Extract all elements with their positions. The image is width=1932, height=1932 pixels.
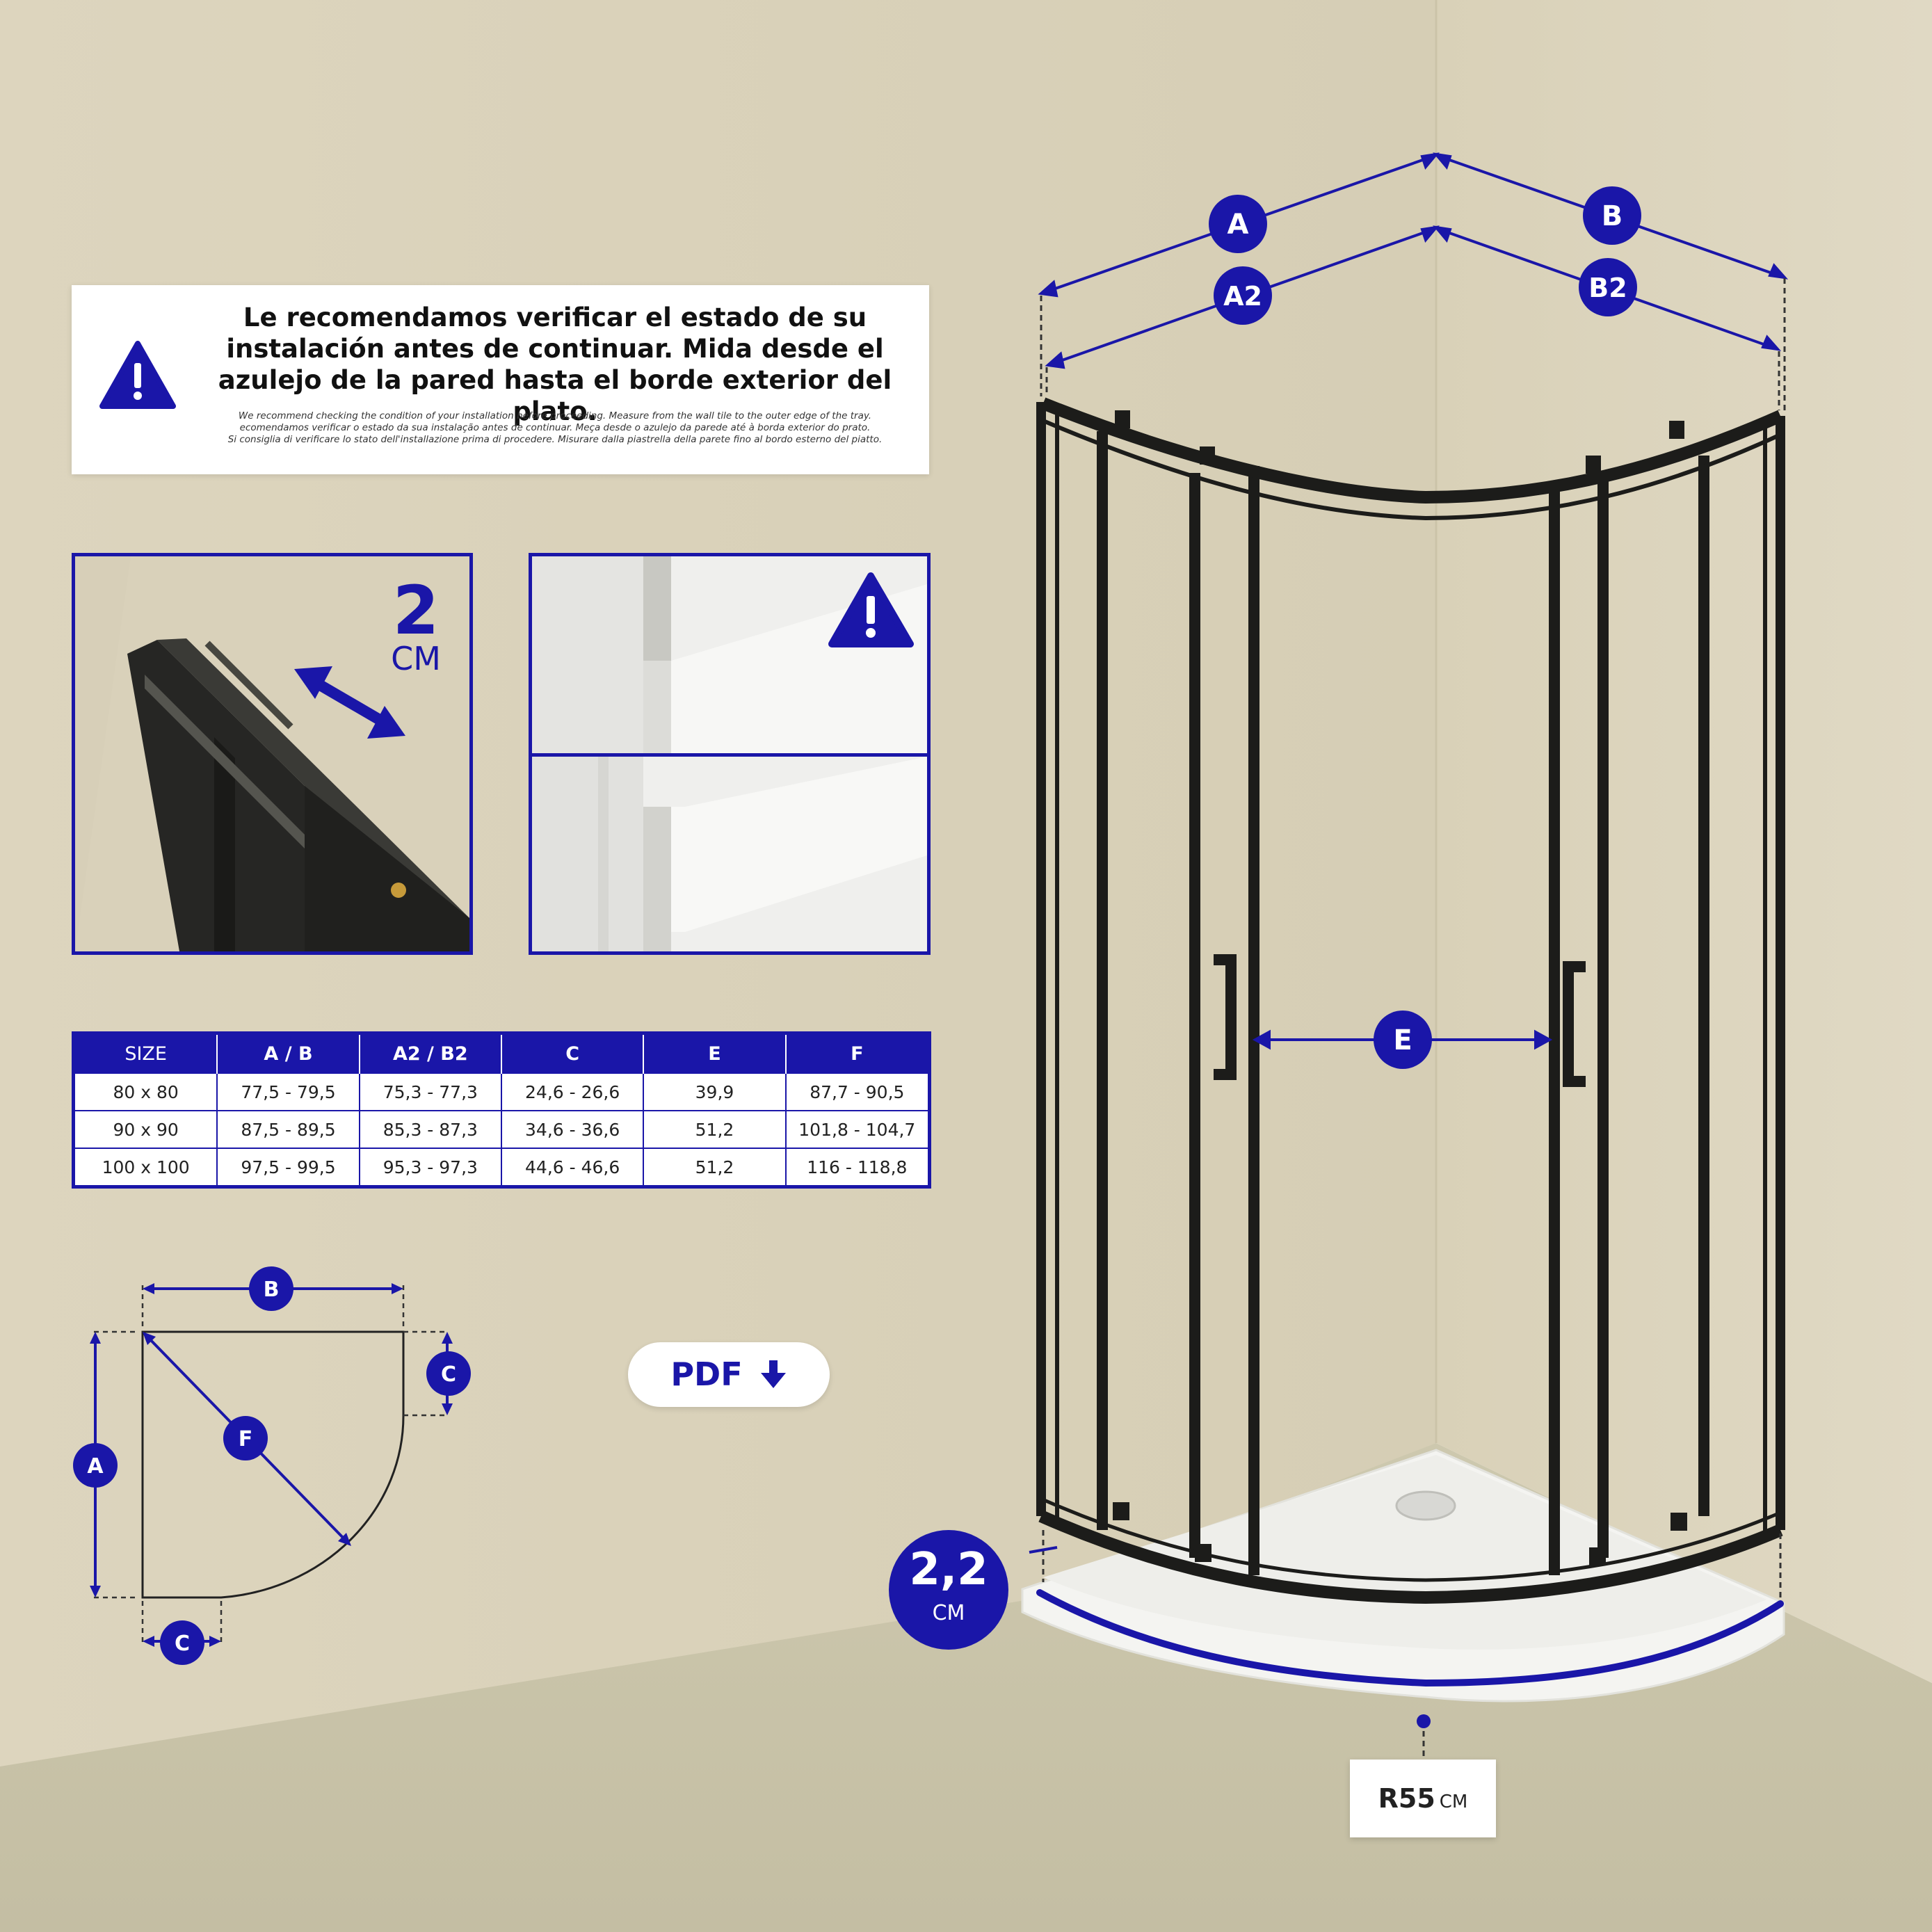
notice-subtitle-en: We recommend checking the condition of y… bbox=[238, 410, 872, 421]
badge-a bbox=[1209, 195, 1267, 253]
warning-triangle-icon bbox=[99, 341, 176, 409]
plan-badge-c-bottom bbox=[160, 1620, 204, 1665]
table-row: 80 x 80 77,5 - 79,5 75,3 - 77,3 24,6 - 2… bbox=[75, 1072, 928, 1111]
table-cell: 34,6 - 36,6 bbox=[501, 1110, 645, 1149]
plan-badge-b bbox=[249, 1266, 293, 1311]
table-cell: 87,5 - 89,5 bbox=[217, 1110, 360, 1149]
notice-subtitle: We recommend checking the condition of y… bbox=[190, 410, 920, 446]
profile-closeup-image bbox=[75, 556, 469, 951]
col-e: E bbox=[643, 1035, 787, 1073]
profile-detail-panel: 2 CM bbox=[72, 553, 473, 955]
badge-e bbox=[1374, 1011, 1432, 1069]
badge-b bbox=[1583, 186, 1641, 245]
plan-badge-f bbox=[223, 1416, 268, 1460]
badge-b2 bbox=[1579, 258, 1637, 316]
pdf-button-label: PDF bbox=[670, 1355, 743, 1393]
tray-thickness-value: 2,2 bbox=[909, 1544, 988, 1595]
warning-triangle-icon bbox=[828, 572, 914, 647]
table-cell: 75,3 - 77,3 bbox=[359, 1072, 502, 1111]
label-a2: A2 bbox=[1223, 281, 1262, 312]
notice-subtitle-pt: ecomendamos verificar o estado da sua in… bbox=[239, 422, 871, 433]
table-cell: 24,6 - 26,6 bbox=[501, 1072, 645, 1111]
table-cell: 85,3 - 87,3 bbox=[359, 1110, 502, 1149]
tray-thickness-unit: CM bbox=[932, 1601, 965, 1625]
notice-title: Le recomendamos verificar el estado de s… bbox=[190, 302, 920, 427]
plan-badge-c-top bbox=[426, 1351, 471, 1396]
table-header-row: SIZE A / B A2 / B2 C E F bbox=[75, 1035, 928, 1073]
tray-radius-value: R55 bbox=[1378, 1783, 1435, 1814]
table-cell: 80 x 80 bbox=[75, 1072, 218, 1111]
badge-a2 bbox=[1214, 266, 1272, 325]
table-cell: 100 x 100 bbox=[75, 1148, 218, 1185]
panel-divider bbox=[532, 753, 927, 757]
download-arrow-icon bbox=[760, 1360, 786, 1388]
drain-icon bbox=[1395, 1490, 1456, 1521]
plan-label-f: F bbox=[239, 1427, 253, 1451]
tray-radius-unit: CM bbox=[1439, 1792, 1468, 1812]
notice-title-line-1: Le recomendamos verificar el estado de s… bbox=[243, 303, 867, 332]
double-arrow-icon bbox=[294, 666, 405, 739]
label-b2: B2 bbox=[1588, 273, 1627, 303]
table-cell: 87,7 - 90,5 bbox=[785, 1072, 928, 1111]
col-a-b: A / B bbox=[217, 1035, 360, 1073]
plan-label-a: A bbox=[87, 1454, 104, 1479]
table-cell: 95,3 - 97,3 bbox=[359, 1148, 502, 1185]
plan-label-b: B bbox=[264, 1278, 280, 1302]
table-cell: 51,2 bbox=[643, 1148, 787, 1185]
profile-depth-value: 2 bbox=[392, 572, 440, 650]
table-cell: 116 - 118,8 bbox=[785, 1148, 928, 1185]
col-c: C bbox=[501, 1035, 645, 1073]
profile-depth-unit: CM bbox=[391, 640, 441, 677]
table-cell: 97,5 - 99,5 bbox=[217, 1148, 360, 1185]
pdf-download-button[interactable]: PDF bbox=[628, 1342, 830, 1407]
label-b: B bbox=[1602, 200, 1623, 232]
notice-title-line-3: azulejo de la pared hasta el borde exter… bbox=[218, 365, 892, 426]
enclosure-dimension-badges bbox=[1209, 186, 1641, 1069]
tray-thickness-badge: 2,2 CM bbox=[889, 1530, 1008, 1650]
table-cell: 44,6 - 46,6 bbox=[501, 1148, 645, 1185]
label-e: E bbox=[1393, 1024, 1412, 1056]
col-size: SIZE bbox=[75, 1035, 218, 1073]
installation-notice: Le recomendamos verificar el estado de s… bbox=[72, 285, 929, 474]
table-cell: 77,5 - 79,5 bbox=[217, 1072, 360, 1111]
table-cell: 51,2 bbox=[643, 1110, 787, 1149]
table-cell: 90 x 90 bbox=[75, 1110, 218, 1149]
wall-tile-detail-panel bbox=[529, 553, 931, 955]
notice-subtitle-it: Si consiglia di verificare lo stato dell… bbox=[227, 434, 883, 445]
table-cell: 39,9 bbox=[643, 1072, 787, 1111]
plan-label-c-bottom: C bbox=[175, 1632, 190, 1656]
shower-enclosure bbox=[1036, 397, 1785, 1604]
plan-label-c-top: C bbox=[441, 1362, 456, 1387]
size-table: SIZE A / B A2 / B2 C E F 80 x 80 77,5 - … bbox=[72, 1031, 931, 1189]
table-row: 100 x 100 97,5 - 99,5 95,3 - 97,3 44,6 -… bbox=[75, 1148, 928, 1185]
label-a: A bbox=[1227, 209, 1249, 241]
table-row: 90 x 90 87,5 - 89,5 85,3 - 87,3 34,6 - 3… bbox=[75, 1110, 928, 1149]
notice-title-line-2: instalación antes de continuar. Mida des… bbox=[226, 334, 884, 364]
plan-badge-a bbox=[73, 1443, 118, 1488]
col-f: F bbox=[785, 1035, 928, 1073]
table-cell: 101,8 - 104,7 bbox=[785, 1110, 928, 1149]
col-a2-b2: A2 / B2 bbox=[359, 1035, 502, 1073]
